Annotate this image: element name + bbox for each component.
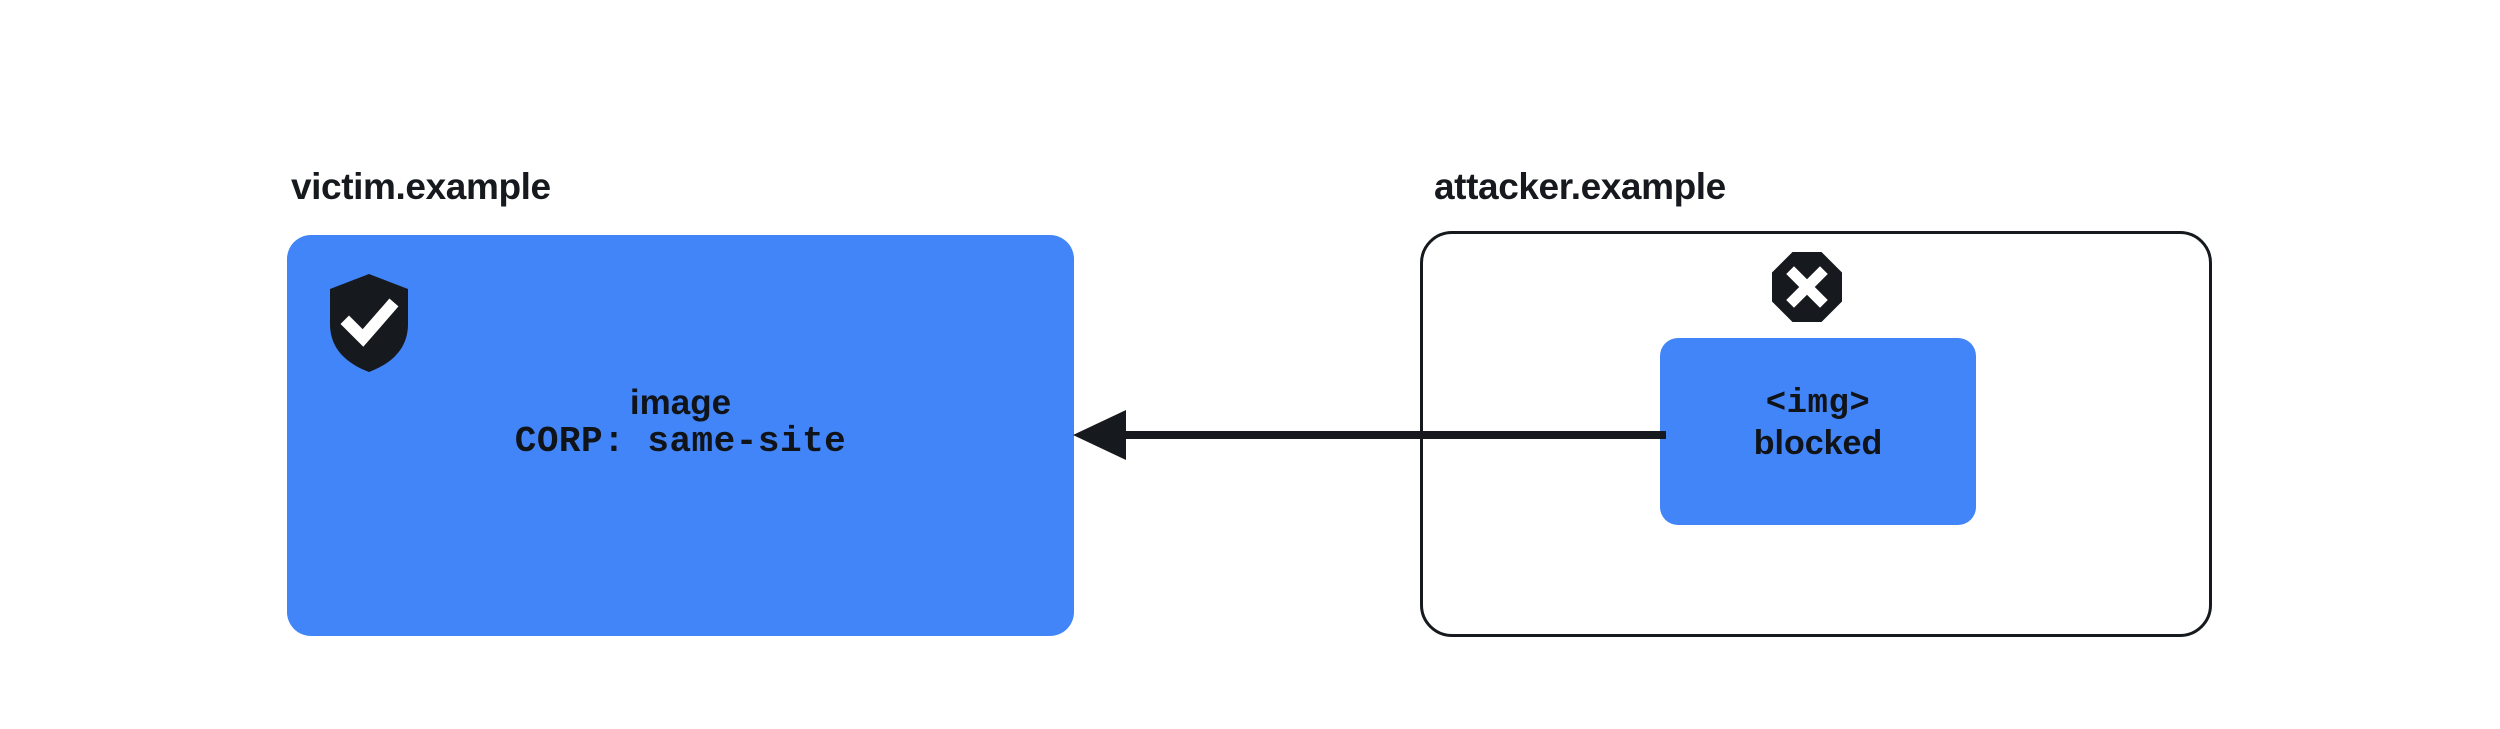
left-arrow-icon <box>1070 406 1666 464</box>
attacker-block-status: blocked <box>1753 423 1883 462</box>
victim-origin-label: victim.example <box>291 166 551 207</box>
attacker-img-chip-text: <img> blocked <box>1660 385 1976 463</box>
shield-check-icon <box>330 274 408 372</box>
victim-origin-panel <box>287 235 1074 636</box>
attacker-element-tag: <img> <box>1765 385 1871 423</box>
victim-resource-name: image <box>629 383 732 422</box>
attacker-origin-label: attacker.example <box>1434 166 1726 207</box>
octagon-x-blocked-icon <box>1772 252 1842 322</box>
attacker-img-chip: <img> blocked <box>1660 338 1976 525</box>
victim-resource-text: image CORP: same-site <box>287 383 1074 463</box>
victim-resource-header: CORP: same-site <box>514 421 847 463</box>
